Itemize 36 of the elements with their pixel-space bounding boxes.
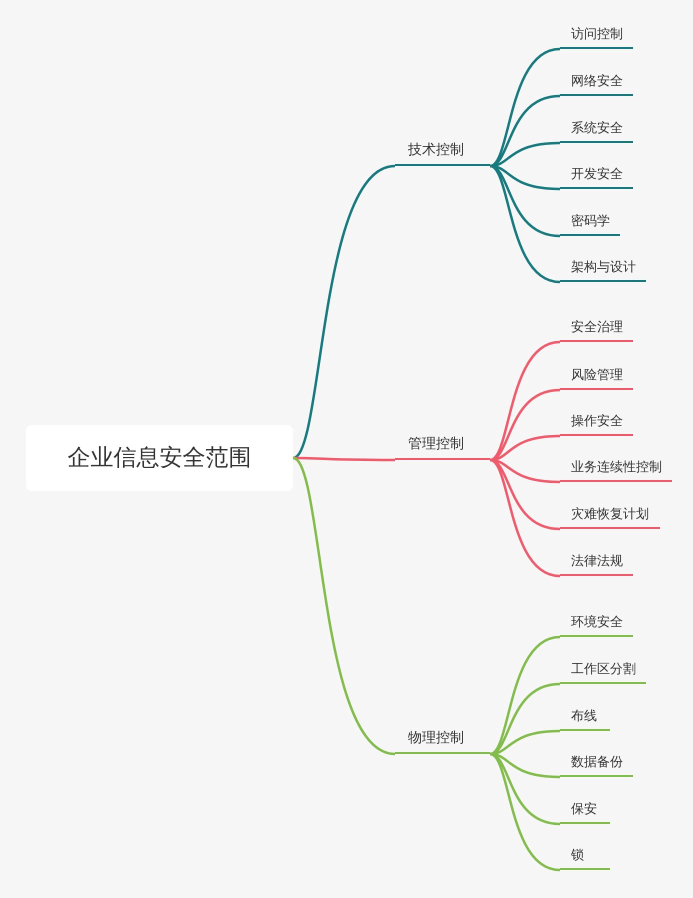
connector-line [489, 636, 560, 756]
connector-line [292, 457, 396, 756]
leaf-topic: 锁 [560, 844, 610, 870]
leaf-topic: 灾难恢复计划 [560, 503, 660, 529]
connector-line [489, 752, 560, 872]
leaf-topic: 环境安全 [560, 611, 633, 637]
leaf-topic: 风险管理 [560, 364, 633, 390]
connector-line [490, 682, 560, 756]
leaf-topic: 系统安全 [560, 117, 633, 143]
connector-line [489, 340, 560, 462]
connector-line [490, 458, 560, 530]
leaf-topic: 保安 [560, 798, 610, 824]
connector-line [489, 164, 560, 284]
connector-line [293, 456, 395, 462]
leaf-topic: 业务连续性控制 [560, 456, 672, 482]
leaf-topic: 访问控制 [560, 23, 633, 49]
leaf-topic: 网络安全 [560, 70, 633, 96]
branch-topic: 管理控制 [395, 430, 490, 460]
connector-line [292, 164, 396, 459]
leaf-topic: 布线 [560, 705, 610, 731]
leaf-topic: 法律法规 [560, 550, 633, 576]
connector-line [490, 752, 560, 826]
connector-line [489, 48, 560, 168]
leaf-topic: 密码学 [560, 210, 620, 236]
branch-topic: 技术控制 [395, 136, 490, 166]
root-topic: 企业信息安全范围 [26, 425, 293, 491]
connector-line [490, 94, 560, 168]
leaf-topic: 数据备份 [560, 751, 633, 777]
leaf-topic: 操作安全 [560, 410, 633, 436]
connector-line [489, 458, 560, 578]
connector-line [490, 164, 560, 238]
leaf-topic: 开发安全 [560, 163, 633, 189]
branch-topic: 物理控制 [395, 724, 490, 754]
leaf-topic: 安全治理 [560, 316, 633, 342]
leaf-topic: 架构与设计 [560, 256, 646, 282]
leaf-topic: 工作区分割 [560, 658, 646, 684]
